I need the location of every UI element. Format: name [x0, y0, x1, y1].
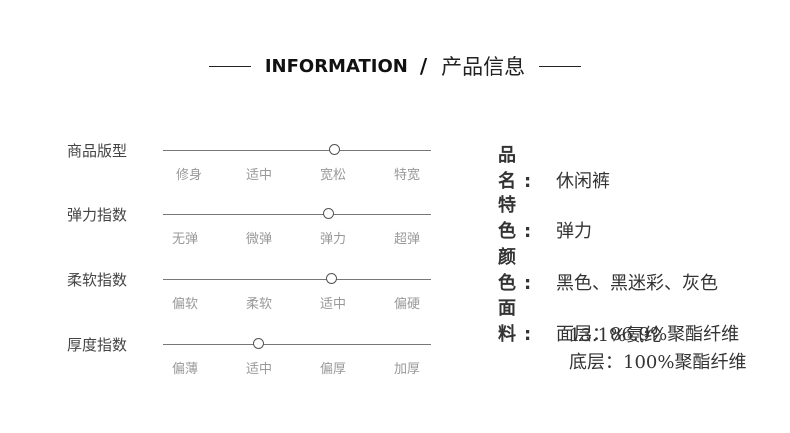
scale-track	[163, 150, 431, 151]
scale-option: 加厚	[393, 362, 420, 377]
info-key: 面 料:	[498, 298, 540, 345]
info-key: 特 色:	[498, 195, 540, 242]
scale-row-fit: 商品版型 修身 适中 宽松 特宽	[0, 142, 440, 210]
header-right-rule	[539, 65, 582, 67]
scale-track	[163, 344, 431, 345]
scale-option: 超弹	[393, 232, 420, 247]
info-fabric: 面 料: 面层：86.9%聚酯纤维 13.1%氨纶 底层：100%聚酯纤维	[498, 294, 746, 373]
header-title-en: INFORMATION	[264, 55, 408, 77]
scale-marker	[323, 208, 335, 219]
scale-option: 微弹	[245, 232, 272, 247]
scale-option: 适中	[319, 297, 346, 312]
info-key: 颜 色:	[498, 247, 540, 294]
scale-option: 弹力	[319, 232, 346, 247]
scale-label: 厚度指数	[67, 336, 128, 354]
scale-marker	[325, 273, 337, 284]
scale-option: 适中	[245, 362, 272, 377]
info-value: 弹力	[556, 221, 592, 242]
scale-row-elasticity: 弹力指数 无弹 微弹 弹力 超弹	[0, 206, 440, 274]
scale-option: 偏硬	[393, 297, 420, 312]
info-key: 品 名:	[498, 145, 540, 192]
info-value: 面层：86.9%聚酯纤维	[556, 324, 740, 345]
scale-track	[163, 279, 431, 280]
scale-track	[163, 214, 431, 215]
scale-option: 偏厚	[319, 362, 346, 377]
scale-option: 宽松	[319, 168, 346, 183]
scale-option: 无弹	[171, 232, 198, 247]
scale-marker	[328, 144, 340, 155]
header-title-cn: 产品信息	[441, 55, 526, 79]
header-left-rule	[208, 65, 251, 67]
scale-label: 弹力指数	[67, 206, 128, 224]
scale-row-softness: 柔软指数 偏软 柔软 适中 偏硬	[0, 271, 440, 339]
info-color: 颜 色: 黑色、黑迷彩、灰色	[498, 243, 718, 295]
scale-row-thickness: 厚度指数 偏薄 适中 偏厚 加厚	[0, 336, 440, 404]
scale-label: 柔软指数	[67, 271, 128, 289]
info-value: 黑色、黑迷彩、灰色	[556, 273, 718, 294]
scale-label: 商品版型	[67, 142, 128, 160]
info-value: 13.1%氨纶	[569, 325, 663, 346]
scale-option: 偏薄	[171, 362, 198, 377]
header-slash: /	[419, 54, 428, 78]
scale-option: 特宽	[393, 168, 420, 183]
info-feature: 特 色: 弹力	[498, 191, 592, 243]
info-value: 底层：100%聚酯纤维	[569, 352, 747, 373]
info-name: 品 名: 休闲裤	[498, 141, 610, 193]
section-header: INFORMATION / 产品信息	[0, 46, 790, 86]
scale-marker	[253, 338, 265, 349]
scale-option: 柔软	[245, 297, 272, 312]
scale-option: 适中	[245, 168, 272, 183]
info-value: 休闲裤	[556, 171, 610, 192]
scale-option: 修身	[175, 168, 202, 183]
scale-option: 偏软	[171, 297, 198, 312]
